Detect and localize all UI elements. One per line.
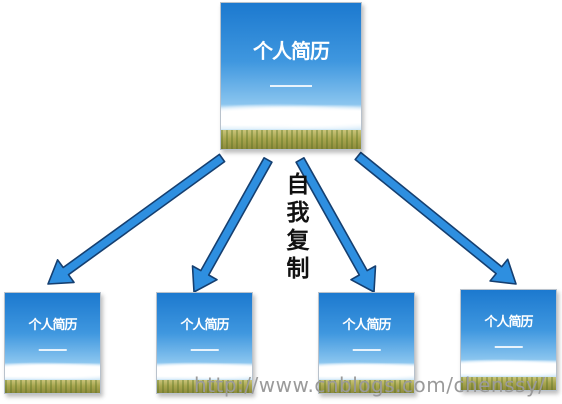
copy-resume-card-4: 个人简历 <box>460 289 557 391</box>
resume-logo: 个人简历 <box>28 318 77 333</box>
wheat-field <box>461 377 556 390</box>
wheat-field <box>5 380 100 393</box>
source-watermark: http://www.cnblogs.com/chenssy/ <box>194 373 546 397</box>
resume-logo: 个人简历 <box>484 315 533 330</box>
cover-subtitle-line <box>352 349 381 351</box>
wheat-field <box>221 130 361 149</box>
copy-resume-card-1: 个人简历 <box>4 292 101 394</box>
cloud-band <box>461 358 556 376</box>
cloud-band <box>221 102 361 129</box>
wheat-field <box>319 380 414 393</box>
arrow-to-copy-3 <box>295 157 377 293</box>
self-replicate-caption: 自我复制 <box>282 172 309 284</box>
copy-resume-card-2: 个人简历 <box>156 292 253 394</box>
cloud-band <box>5 361 100 379</box>
cover-subtitle-line <box>270 84 312 87</box>
resume-logo: 个人简历 <box>180 318 229 333</box>
resume-logo: 个人简历 <box>342 318 391 333</box>
cloud-band <box>157 361 252 379</box>
resume-logo: 个人简历 <box>253 38 330 63</box>
copy-resume-card-3: 个人简历 <box>318 292 415 394</box>
source-resume-card: 个人简历 <box>220 2 362 150</box>
cover-subtitle-line <box>190 349 219 351</box>
arrow-to-copy-2 <box>191 157 273 293</box>
cover-subtitle-line <box>494 346 523 348</box>
wheat-field <box>157 380 252 393</box>
cloud-band <box>319 361 414 379</box>
arrow-to-copy-1 <box>47 153 226 285</box>
arrow-to-copy-4 <box>354 151 517 285</box>
cover-subtitle-line <box>38 349 67 351</box>
